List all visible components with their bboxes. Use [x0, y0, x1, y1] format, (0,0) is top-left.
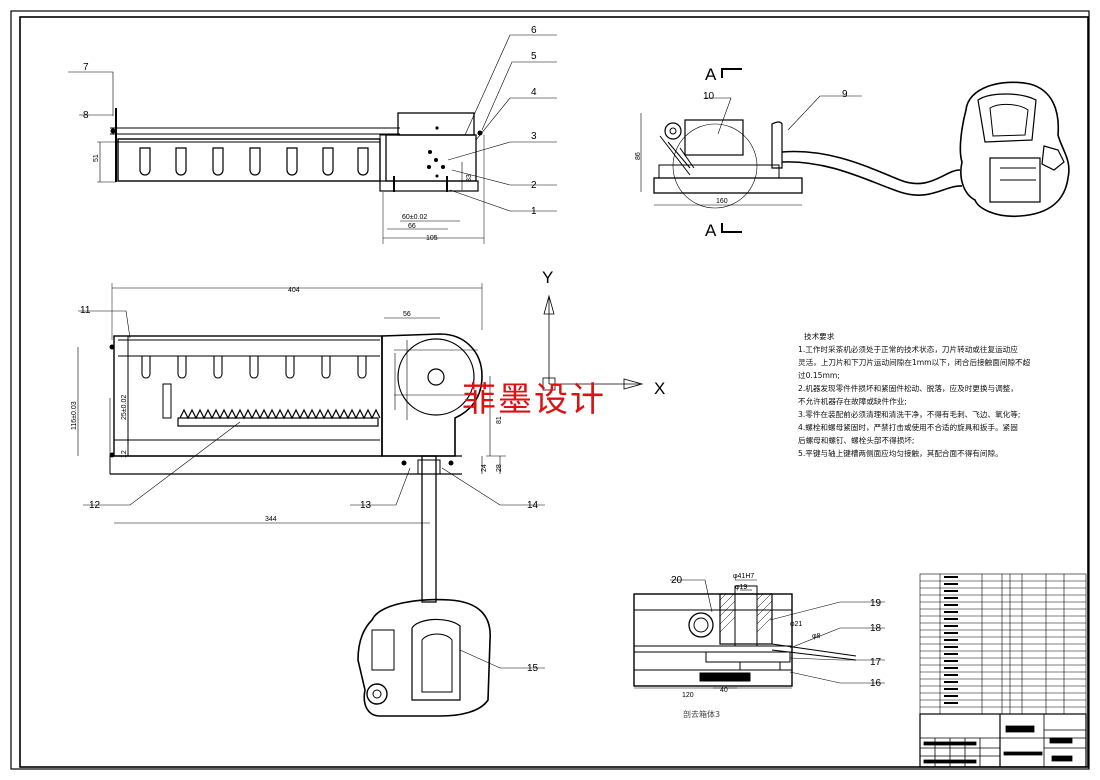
part-label-11: 11: [80, 305, 91, 316]
dim-160: 160: [716, 198, 728, 205]
bom-cell-mark: [944, 611, 958, 613]
bom-cell-mark: [944, 583, 958, 585]
dim-33: 33: [466, 174, 473, 182]
dim-25: 25±0.02: [121, 395, 128, 420]
part-label-19: 19: [870, 598, 882, 609]
bom-cell-mark: [944, 660, 958, 662]
part-label-20: 20: [671, 575, 683, 586]
bom-cell-mark: [944, 702, 958, 704]
dim-12: 12: [121, 450, 128, 458]
bom-cell-mark: [944, 618, 958, 620]
part-label-7: 7: [83, 62, 89, 73]
part-label-1: 1: [531, 206, 537, 217]
part-label-2: 2: [531, 180, 537, 191]
bom-cell-mark: [944, 667, 958, 669]
section-mark-bottom: A: [705, 221, 717, 240]
section-mark-top: A: [705, 65, 717, 84]
tech-req-line: 5.平键与轴上键槽两侧面应均匀接触，其配合面不得有间隙。: [798, 449, 1003, 458]
front-view: [68, 34, 557, 244]
bom-cell-mark: [944, 688, 958, 690]
part-label-3: 3: [531, 131, 537, 142]
bom-cell-mark: [944, 653, 958, 655]
dim-40: 40: [720, 687, 728, 694]
dim-56: 56: [403, 311, 411, 318]
dim-81: 81: [496, 416, 503, 424]
part-label-4: 4: [531, 87, 537, 98]
part-label-8: 8: [83, 110, 89, 121]
bom-cell-mark: [944, 604, 958, 606]
part-label-16: 16: [870, 678, 882, 689]
section-without-box-view: [633, 579, 885, 689]
tech-req-line: 灵活，上刀片和下刀片运动间隙在1mm以下，闭合后接触面间隙不超: [798, 358, 1031, 367]
dim-28: 28: [496, 464, 503, 472]
bom-cell-mark: [944, 674, 958, 676]
bom-cell-mark: [944, 590, 958, 592]
tech-req-line: 3.零件在装配前必须清理和清洗干净，不得有毛刺、飞边、氧化等;: [798, 410, 1021, 419]
dim-60: 60±0.02: [402, 214, 427, 221]
dim-51: 51: [93, 154, 100, 162]
top-view: [77, 283, 644, 717]
dim-120: 120: [682, 692, 694, 699]
dim-86: 86: [635, 152, 642, 160]
dim-24: 24: [481, 464, 488, 472]
part-label-18: 18: [870, 623, 882, 634]
bom-cell-mark: [944, 639, 958, 641]
part-label-5: 5: [531, 51, 537, 62]
tech-req-line: 1.工作时采茶机必须处于正常的技术状态，刀片转动或往复运动应: [798, 345, 1018, 354]
bom-cell-mark: [944, 625, 958, 627]
dim-41: φ41H7: [733, 573, 754, 580]
dim-105: 105: [426, 235, 438, 242]
technical-requirements: 技术要求 1.工作时采茶机必须处于正常的技术状态，刀片转动或往复运动应 灵活，上…: [798, 330, 1088, 460]
section-caption: 剖去箱体3: [683, 710, 721, 719]
dim-344: 344: [265, 516, 277, 523]
part-label-10: 10: [703, 91, 715, 102]
tech-req-line: 不允许机器存在故障或缺件作业;: [798, 397, 907, 406]
tech-req-line: 4.螺栓和螺母紧固时，严禁打击或使用不合适的旋具和扳手。紧固: [798, 423, 1018, 432]
section-a-a-view: [640, 68, 1070, 233]
axis-label-y: Y: [542, 268, 553, 287]
dim-19: φ19: [735, 584, 747, 591]
axis-label-x: X: [654, 379, 665, 398]
part-label-14: 14: [527, 500, 539, 511]
bom-cell-mark: [944, 597, 958, 599]
dim-66: 66: [408, 223, 416, 230]
part-label-9: 9: [842, 89, 848, 100]
tech-req-line: 2.机器发现零件件损坏和紧固件松动、脱落，应及时更换与调整，: [798, 384, 1018, 393]
tech-req-line: 过0.15mm;: [798, 371, 840, 380]
tech-req-line: 后螺母和螺钉、螺栓头部不得损坏;: [798, 436, 915, 445]
bom-cell-mark: [944, 681, 958, 683]
bill-of-materials: [919, 573, 1087, 715]
dim-8: φ8: [812, 633, 821, 640]
bom-cell-mark: [944, 695, 958, 697]
dim-116: 116±0.03: [71, 401, 78, 430]
part-label-15: 15: [527, 663, 539, 674]
part-label-13: 13: [360, 500, 372, 511]
title-block: [919, 713, 1087, 768]
bom-cell-mark: [944, 632, 958, 634]
part-label-6: 6: [531, 25, 537, 36]
bom-cell-mark: [944, 646, 958, 648]
technical-requirements-title: 技术要求: [804, 332, 835, 341]
part-label-17: 17: [870, 657, 882, 668]
part-label-12: 12: [89, 500, 101, 511]
dim-21: φ21: [790, 621, 802, 628]
dim-404: 404: [288, 287, 300, 294]
bom-cell-mark: [944, 576, 958, 578]
watermark-text: 菲墨设计: [462, 380, 606, 420]
